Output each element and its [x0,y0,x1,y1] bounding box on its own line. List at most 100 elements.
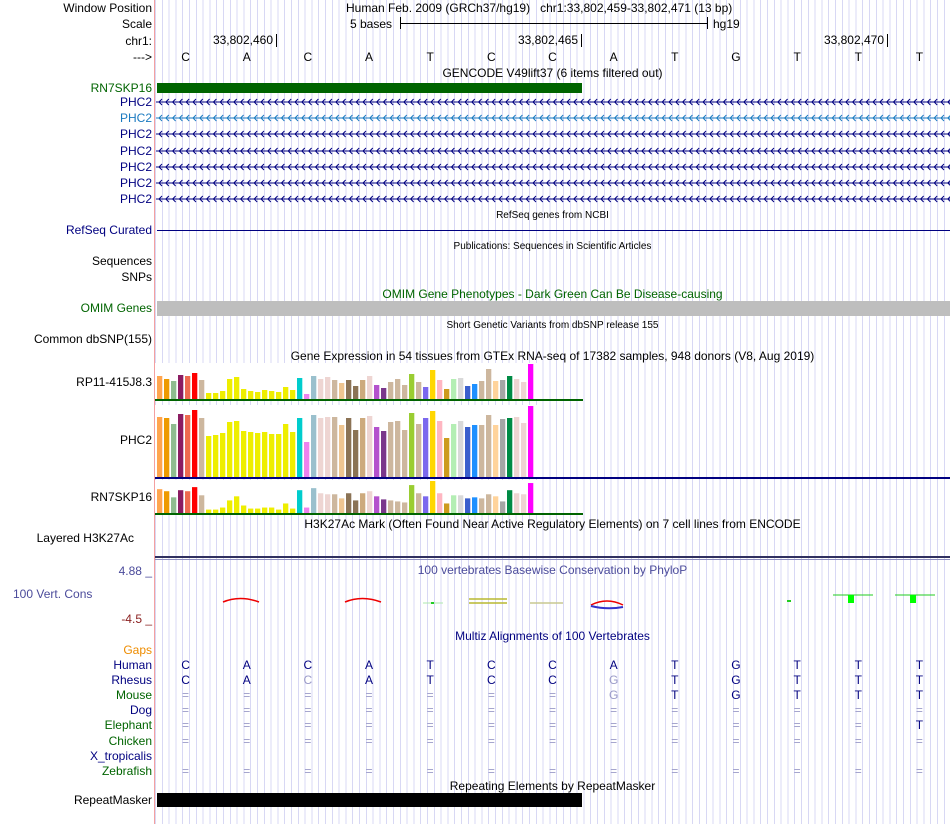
gtex-bar[interactable] [374,496,380,513]
gtex-bar[interactable] [199,495,205,513]
gtex-bar[interactable] [346,493,352,513]
gtex-bar[interactable] [486,415,492,477]
gtex-bar[interactable] [255,433,261,477]
gtex-bar[interactable] [367,491,373,513]
gtex-bar[interactable] [234,377,240,399]
gtex-bar[interactable] [353,386,359,399]
gtex-bar[interactable] [164,418,170,477]
publications-title[interactable]: Publications: Sequences in Scientific Ar… [453,241,652,252]
gtex-bar[interactable] [318,379,324,399]
gtex-bar[interactable] [178,490,184,513]
gtex-bar[interactable] [290,508,296,513]
gtex-bar[interactable] [332,494,338,513]
multiz-title[interactable]: Multiz Alignments of 100 Vertebrates [455,629,650,643]
gtex-bar[interactable] [430,370,436,399]
gtex-bar[interactable] [304,442,310,477]
gtex-bar[interactable] [325,377,331,399]
gtex-bar[interactable] [192,487,198,513]
gtex-bar[interactable] [185,415,191,477]
gtex-bar[interactable] [276,434,282,477]
gtex-bar[interactable] [171,497,177,513]
gtex-bar[interactable] [528,483,534,513]
gtex-bar[interactable] [402,385,408,399]
gtex-bar[interactable] [157,376,163,399]
gtex-bar[interactable] [248,508,254,513]
gtex-bar[interactable] [367,416,373,477]
gtex-bar[interactable] [164,491,170,513]
gtex-bar[interactable] [521,423,527,477]
repeatmasker-title[interactable]: Repeating Elements by RepeatMasker [449,779,656,793]
gene-label-phc2[interactable]: PHC2 [119,159,152,174]
gtex-bar[interactable] [339,425,345,477]
gene-label-phc2[interactable]: PHC2 [119,111,152,126]
dbsnp-title[interactable]: Short Genetic Variants from dbSNP releas… [446,320,659,331]
gtex-bar[interactable] [458,421,464,477]
gtex-bar[interactable] [353,430,359,477]
omim-bar[interactable] [157,301,950,316]
gtex-bar[interactable] [276,509,282,513]
gtex-bar[interactable] [521,382,527,399]
gtex-bar[interactable] [493,496,499,513]
gtex-bar[interactable] [388,422,394,477]
gene-track-phc2[interactable] [155,127,950,141]
gtex-bar[interactable] [269,507,275,513]
gtex-bar[interactable] [514,493,520,513]
gtex-bar[interactable] [402,502,408,513]
gtex-bar[interactable] [514,379,520,399]
gtex-label-rn7skp16[interactable]: RN7SKP16 [90,490,152,504]
gtex-bar[interactable] [304,507,310,513]
phylop-label[interactable]: 100 Vert. Cons [13,587,93,601]
gtex-bar[interactable] [493,381,499,399]
repeatmasker-bar[interactable] [157,793,582,807]
gtex-bar[interactable] [227,500,233,513]
gene-track-phc2[interactable] [155,111,950,125]
gtex-bar[interactable] [360,418,366,477]
gaps-label[interactable]: Gaps [123,643,152,657]
gene-label-phc2[interactable]: PHC2 [119,143,152,158]
refseq-gene-line[interactable] [157,230,950,231]
gtex-bar[interactable] [276,392,282,399]
gtex-bar[interactable] [192,410,198,477]
gtex-bar[interactable] [479,425,485,477]
gtex-bar[interactable] [416,424,422,477]
gtex-bar[interactable] [430,481,436,513]
gtex-bar[interactable] [409,485,415,513]
sequences-label[interactable]: Sequences [91,254,152,268]
species-label[interactable]: Mouse [115,688,152,703]
gtex-bar[interactable] [465,427,471,477]
species-label[interactable]: Human [113,658,152,672]
gtex-bar[interactable] [353,500,359,513]
gtex-bar[interactable] [423,387,429,399]
gtex-bar[interactable] [311,488,317,513]
gtex-chart[interactable] [155,360,950,520]
gtex-bar[interactable] [192,373,198,399]
gtex-bar[interactable] [248,391,254,399]
gtex-bar[interactable] [507,376,513,399]
gtex-bar[interactable] [304,394,310,399]
gene-track-phc2[interactable] [155,160,950,174]
gtex-bar[interactable] [332,380,338,399]
gtex-bar[interactable] [213,393,219,399]
h3k27ac-title[interactable]: H3K27Ac Mark (Often Found Near Active Re… [304,517,801,531]
gtex-bar[interactable] [381,431,387,477]
gtex-bar[interactable] [409,413,415,477]
gtex-bar[interactable] [227,422,233,477]
gtex-bar[interactable] [269,391,275,399]
gtex-bar[interactable] [437,380,443,399]
gtex-bar[interactable] [269,434,275,477]
repeatmasker-label[interactable]: RepeatMasker [73,793,152,807]
gene-label-rn7skp16[interactable]: RN7SKP16 [90,81,152,95]
gtex-bar[interactable] [416,382,422,399]
gtex-bar[interactable] [465,498,471,513]
gtex-bar[interactable] [507,418,513,477]
species-label[interactable]: Chicken [108,733,152,748]
gene-track-phc2[interactable] [155,144,950,158]
gtex-bar[interactable] [297,418,303,477]
gtex-bar[interactable] [178,375,184,399]
gtex-bar[interactable] [346,418,352,477]
gene-track-phc2[interactable] [155,176,950,190]
gtex-bar[interactable] [220,391,226,399]
gtex-bar[interactable] [164,379,170,399]
gtex-bar[interactable] [311,415,317,477]
dbsnp-label[interactable]: Common dbSNP(155) [33,332,152,346]
